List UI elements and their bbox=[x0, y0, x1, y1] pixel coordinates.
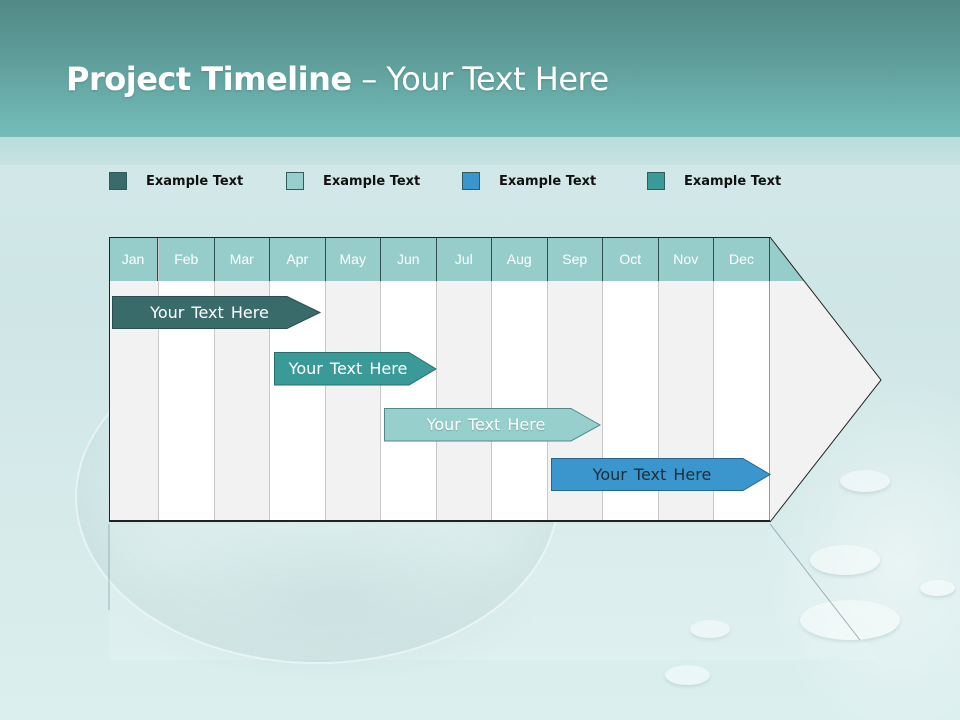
month-header: Apr bbox=[270, 237, 326, 281]
background-water-drop bbox=[800, 600, 900, 640]
background-water-drop bbox=[840, 470, 890, 492]
legend-label: Example Text bbox=[323, 173, 421, 189]
title-subtitle: – Your Text Here bbox=[351, 60, 609, 98]
month-column-feb: Feb bbox=[159, 237, 215, 522]
bar-label: Your Text Here bbox=[426, 415, 546, 434]
arrow-bar-shape bbox=[274, 352, 437, 386]
month-column-dec: Dec bbox=[714, 237, 770, 522]
bar-label: Your Text Here bbox=[288, 359, 408, 378]
month-header: Mar bbox=[214, 237, 270, 281]
bar-label: Your Text Here bbox=[592, 465, 712, 484]
month-header: Oct bbox=[603, 237, 659, 281]
legend-label: Example Text bbox=[684, 173, 782, 189]
month-header: Dec bbox=[714, 237, 770, 281]
timeline-bar-3[interactable]: Your Text Here bbox=[384, 408, 602, 442]
legend-item-3: Example Text bbox=[462, 171, 596, 191]
arrow-bar-shape bbox=[112, 296, 322, 329]
timeline-bar-2[interactable]: Your Text Here bbox=[274, 352, 438, 386]
legend-label: Example Text bbox=[499, 173, 597, 189]
month-header: Feb bbox=[159, 237, 215, 281]
month-header: Jun bbox=[381, 237, 437, 281]
month-column-may: May bbox=[325, 237, 381, 522]
slide-title: Project Timeline – Your Text Here bbox=[66, 60, 609, 98]
month-header: Jan bbox=[109, 237, 158, 281]
legend-swatch-teal bbox=[647, 172, 665, 190]
month-column-aug: Aug bbox=[492, 237, 548, 522]
background-water-drop bbox=[810, 545, 880, 575]
title-main: Project Timeline bbox=[66, 60, 352, 98]
legend-item-4: Example Text bbox=[647, 171, 781, 191]
month-column-mar: Mar bbox=[214, 237, 270, 522]
background-water-drop bbox=[665, 665, 710, 685]
legend-item-1: Example Text bbox=[109, 171, 243, 191]
legend-swatch-blue bbox=[462, 172, 480, 190]
header-subband bbox=[0, 137, 960, 165]
arrow-bar-shape bbox=[551, 458, 771, 491]
legend-swatch-dark-teal bbox=[109, 172, 127, 190]
bar-label: Your Text Here bbox=[150, 303, 269, 322]
legend-swatch-light-teal bbox=[286, 172, 304, 190]
month-column-jul: Jul bbox=[436, 237, 492, 522]
month-header: Jul bbox=[436, 237, 492, 281]
background-water-drop bbox=[920, 580, 955, 596]
timeline-bar-4[interactable]: Your Text Here bbox=[551, 458, 771, 491]
month-header: May bbox=[325, 237, 381, 281]
title-banner: Project Timeline – Your Text Here bbox=[0, 0, 960, 137]
arrow-bar-shape bbox=[384, 408, 602, 442]
month-header: Sep bbox=[547, 237, 603, 281]
background-water-drop bbox=[690, 620, 730, 638]
legend-item-2: Example Text bbox=[286, 171, 420, 191]
month-column-jun: Jun bbox=[381, 237, 437, 522]
month-header: Aug bbox=[492, 237, 548, 281]
timeline-bar-1[interactable]: Your Text Here bbox=[112, 296, 322, 329]
month-header: Nov bbox=[658, 237, 714, 281]
legend-label: Example Text bbox=[146, 173, 244, 189]
month-column-jan: Jan bbox=[109, 237, 159, 522]
